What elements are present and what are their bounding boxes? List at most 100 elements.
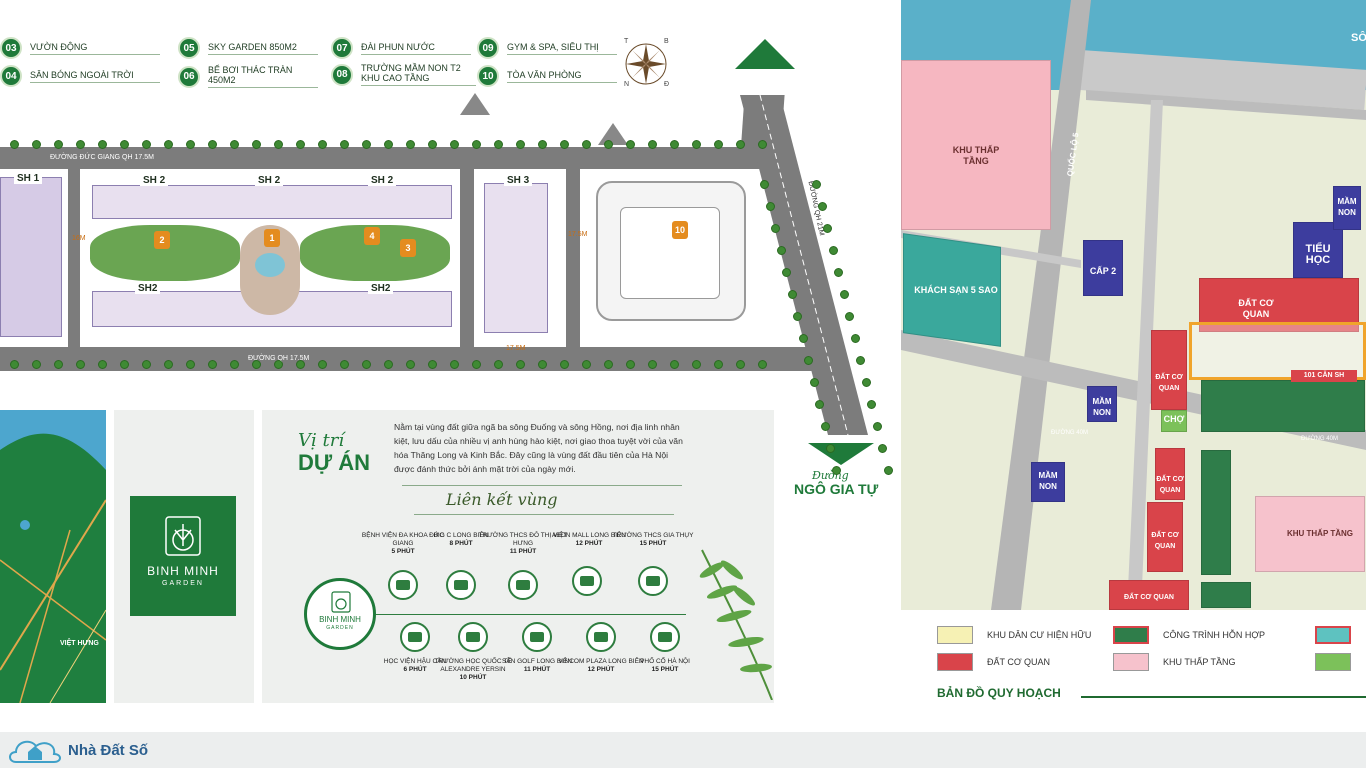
pin-marker[interactable]: 4	[364, 227, 380, 245]
zone-mixed-a[interactable]	[1201, 380, 1365, 432]
tree-icon	[648, 360, 657, 369]
brand-name-small: BINH MINH	[319, 615, 361, 624]
connection-node[interactable]	[446, 570, 476, 600]
compass-s: Đ	[664, 81, 670, 88]
tree-icon	[845, 312, 854, 321]
connection-node[interactable]	[586, 622, 616, 652]
legend-item-09: 09 GYM & SPA, SIÊU THỊ	[477, 37, 617, 59]
zone-kinder-c[interactable]	[1031, 462, 1065, 502]
zone-label: ĐẤT CƠ QUAN	[1151, 532, 1179, 550]
road-vertical-c	[566, 169, 580, 349]
tree-icon	[516, 360, 525, 369]
arrow-north-small-icon	[598, 123, 628, 145]
legend-item-05: 05 SKY GARDEN 850M2	[178, 37, 318, 59]
tree-icon	[362, 140, 371, 149]
zone-office-d[interactable]	[1147, 502, 1183, 572]
pin-marker[interactable]: 2	[154, 231, 170, 249]
block-label: SH 1	[14, 173, 43, 184]
pin-marker[interactable]: 1	[264, 229, 280, 247]
connection-node[interactable]	[388, 570, 418, 600]
tree-icon	[494, 360, 503, 369]
tree-icon	[782, 268, 791, 277]
connection-node[interactable]	[458, 622, 488, 652]
tree-icon	[76, 140, 85, 149]
zone-mixed-b[interactable]	[1201, 450, 1231, 575]
legend-label: SKY GARDEN 850M2	[208, 42, 318, 55]
zone-low-rise-a[interactable]	[901, 60, 1051, 230]
connection-node[interactable]	[572, 566, 602, 596]
road-label-north: ĐƯỜNG ĐỨC GIANG QH 17.5M	[50, 154, 154, 161]
zone-kinder-b[interactable]	[1087, 386, 1117, 422]
zone-office-b[interactable]	[1151, 330, 1187, 410]
tree-icon	[164, 360, 173, 369]
tree-icon	[604, 360, 613, 369]
connection-node[interactable]	[400, 622, 430, 652]
connection-node[interactable]	[508, 570, 538, 600]
legend-label: SÂN BÓNG NGOÀI TRỜI	[30, 70, 160, 83]
tree-icon	[318, 140, 327, 149]
legend-entry-label: KHU THẤP TẦNG	[1163, 657, 1236, 667]
road-label-south: ĐƯỜNG QH 17.5M	[248, 355, 310, 362]
tree-icon	[340, 360, 349, 369]
tree-icon	[861, 378, 871, 387]
tree-icon	[771, 224, 780, 233]
zone-level2[interactable]	[1083, 240, 1123, 296]
zone-kinder-a[interactable]	[1333, 186, 1361, 230]
mini-map-area-label: VIỆT HƯNG	[60, 640, 99, 647]
legend-label: GYM & SPA, SIÊU THỊ	[507, 42, 617, 55]
tree-icon	[850, 334, 860, 343]
block-label: SH 2	[368, 175, 397, 186]
tree-icon	[560, 140, 569, 149]
legend-label: TRƯỜNG MẦM NON T2 KHU CAO TẦNG	[361, 63, 476, 86]
connection-node[interactable]	[650, 622, 680, 652]
zone-primary[interactable]	[1293, 222, 1343, 278]
zoning-legend: KHU DÂN CƯ HIỆN HỮU ĐẤT CƠ QUAN CÔNG TRÌ…	[901, 610, 1366, 730]
legend-label: BỂ BƠI THÁC TRÀN 450M2	[208, 65, 318, 88]
zone-label: KHU THẤP TẦNG	[952, 145, 1000, 166]
connection-time: 8 PHÚT	[449, 540, 473, 547]
tree-icon	[406, 140, 415, 149]
tree-icon	[626, 360, 635, 369]
school-icon	[646, 576, 660, 586]
location-title: DỰ ÁN	[298, 450, 371, 475]
mall-icon	[580, 576, 594, 586]
road-north	[0, 147, 780, 169]
tree-icon	[831, 466, 841, 475]
tree-icon	[142, 360, 151, 369]
road-label: ĐƯỜNG 40M	[1301, 436, 1338, 442]
connection-node[interactable]	[522, 622, 552, 652]
tree-icon	[834, 268, 843, 277]
connection-node[interactable]	[638, 566, 668, 596]
tree-icon	[872, 422, 882, 431]
pin-marker[interactable]: 10	[672, 221, 688, 239]
legend-number: 04	[0, 65, 22, 87]
pin-marker[interactable]: 3	[400, 239, 416, 257]
tree-icon	[793, 312, 802, 321]
fern-decoration-icon	[699, 549, 773, 700]
legend-entry-label: CÔNG TRÌNH HỖN HỢP	[1163, 630, 1266, 640]
legend-item-04: 04 SÂN BÓNG NGOÀI TRỜI	[0, 65, 160, 87]
zone-office-c[interactable]	[1155, 448, 1185, 500]
connection-time: 12 PHÚT	[587, 666, 615, 673]
zone-low-rise-b[interactable]	[1255, 496, 1365, 572]
legend-entry: KHU DÂN CƯ HIỆN HỮU	[937, 626, 1091, 644]
masterplan: ĐƯỜNG ĐỨC GIANG QH 17.5M ĐƯỜNG QH 17.5M …	[0, 39, 900, 497]
tree-icon	[856, 356, 865, 365]
road-width-label: 17.5M	[568, 231, 588, 238]
legend-swatch	[1315, 626, 1351, 644]
connection-time: 10 PHÚT	[459, 674, 487, 681]
tree-icon	[98, 360, 107, 369]
zone-market[interactable]	[1161, 410, 1187, 432]
footer-logo-text[interactable]: Nhà Đất Số	[68, 742, 149, 759]
zone-office-e[interactable]	[1109, 580, 1189, 610]
tree-icon	[787, 290, 797, 299]
tree-icon	[296, 140, 305, 149]
tree-icon	[32, 140, 41, 149]
tree-icon	[820, 422, 830, 431]
tree-icon	[340, 140, 349, 149]
zone-mixed-c[interactable]	[1201, 582, 1251, 608]
